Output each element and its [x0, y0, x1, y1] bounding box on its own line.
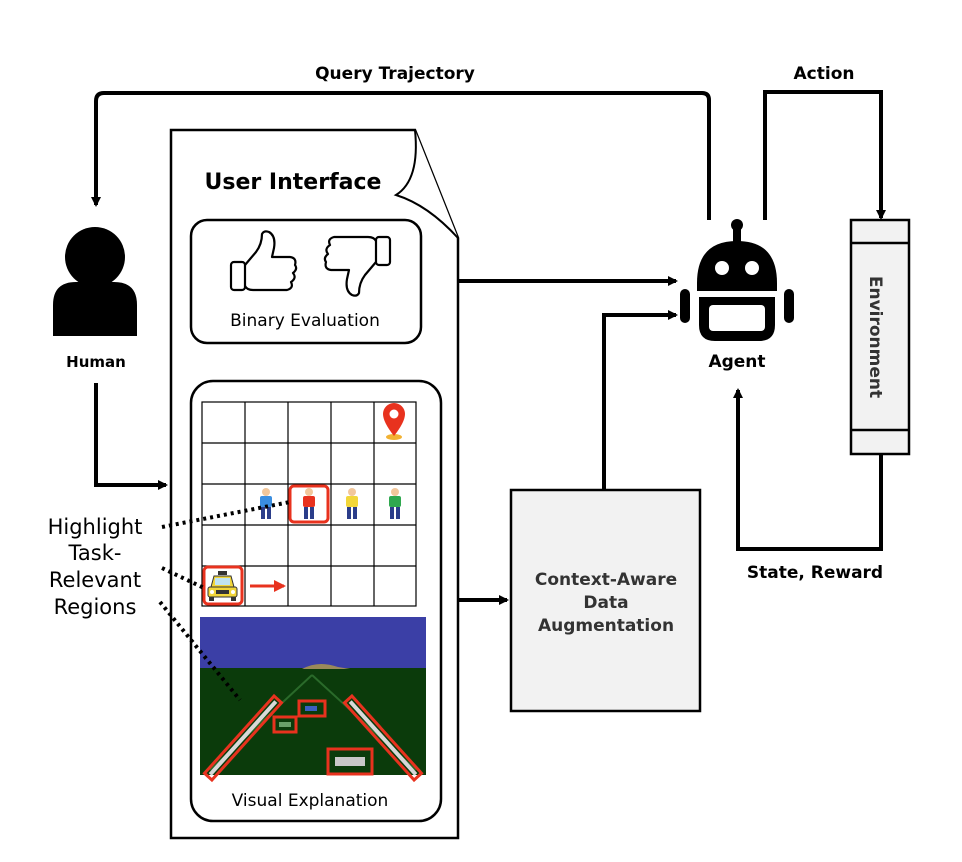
- highlight-taxi-box: [202, 565, 244, 606]
- thumbs-down-icon[interactable]: [323, 235, 392, 297]
- environment-box: [849, 218, 911, 456]
- game-frame: [200, 617, 426, 783]
- user-interface-title: User Interface: [205, 170, 382, 195]
- augmentation-to-agent-arrow: [602, 310, 678, 490]
- binary-evaluation-box[interactable]: [189, 218, 423, 345]
- passenger-blue-icon: [260, 488, 272, 519]
- passenger-green-icon: [389, 488, 401, 519]
- visual-explanation-label: Visual Explanation: [232, 791, 389, 811]
- data-augmentation-box: [509, 488, 702, 713]
- passenger-red-icon: [303, 488, 315, 519]
- highlight-label-line-2: Task-: [68, 541, 122, 565]
- binary-evaluation-label: Binary Evaluation: [230, 311, 380, 331]
- augmentation-label-line-3: Augmentation: [538, 616, 674, 636]
- augmentation-label-line-1: Context-Aware: [535, 570, 677, 590]
- thumbs-up-icon[interactable]: [229, 230, 298, 292]
- map-pin-icon: [383, 403, 405, 440]
- human-label: Human: [66, 353, 126, 371]
- highlight-passenger-box: [288, 484, 330, 524]
- query-trajectory-label: Query Trajectory: [315, 64, 475, 84]
- action-label: Action: [794, 64, 855, 84]
- highlight-pointer-to-game: [158, 600, 242, 702]
- highlight-pointer-to-taxi: [161, 566, 205, 590]
- person-icon: [53, 227, 137, 336]
- robot-icon: [680, 219, 794, 341]
- highlight-label-line-3: Relevant: [49, 568, 141, 592]
- environment-label: Environment: [865, 276, 885, 398]
- agent-label: Agent: [708, 352, 765, 372]
- taxi-icon: [207, 571, 238, 601]
- highlight-pointer-to-passenger: [161, 500, 291, 529]
- action-arrow: [763, 90, 886, 220]
- highlight-label-line-1: Highlight: [48, 515, 143, 539]
- highlight-label-line-4: Regions: [54, 595, 137, 619]
- state-reward-label: State, Reward: [747, 563, 883, 583]
- human-to-ui-arrow: [94, 383, 168, 490]
- query-trajectory-arrow: [91, 91, 711, 220]
- augmentation-label-line-2: Data: [583, 593, 628, 613]
- state-reward-arrow: [733, 388, 883, 551]
- passenger-yellow-icon: [346, 488, 358, 519]
